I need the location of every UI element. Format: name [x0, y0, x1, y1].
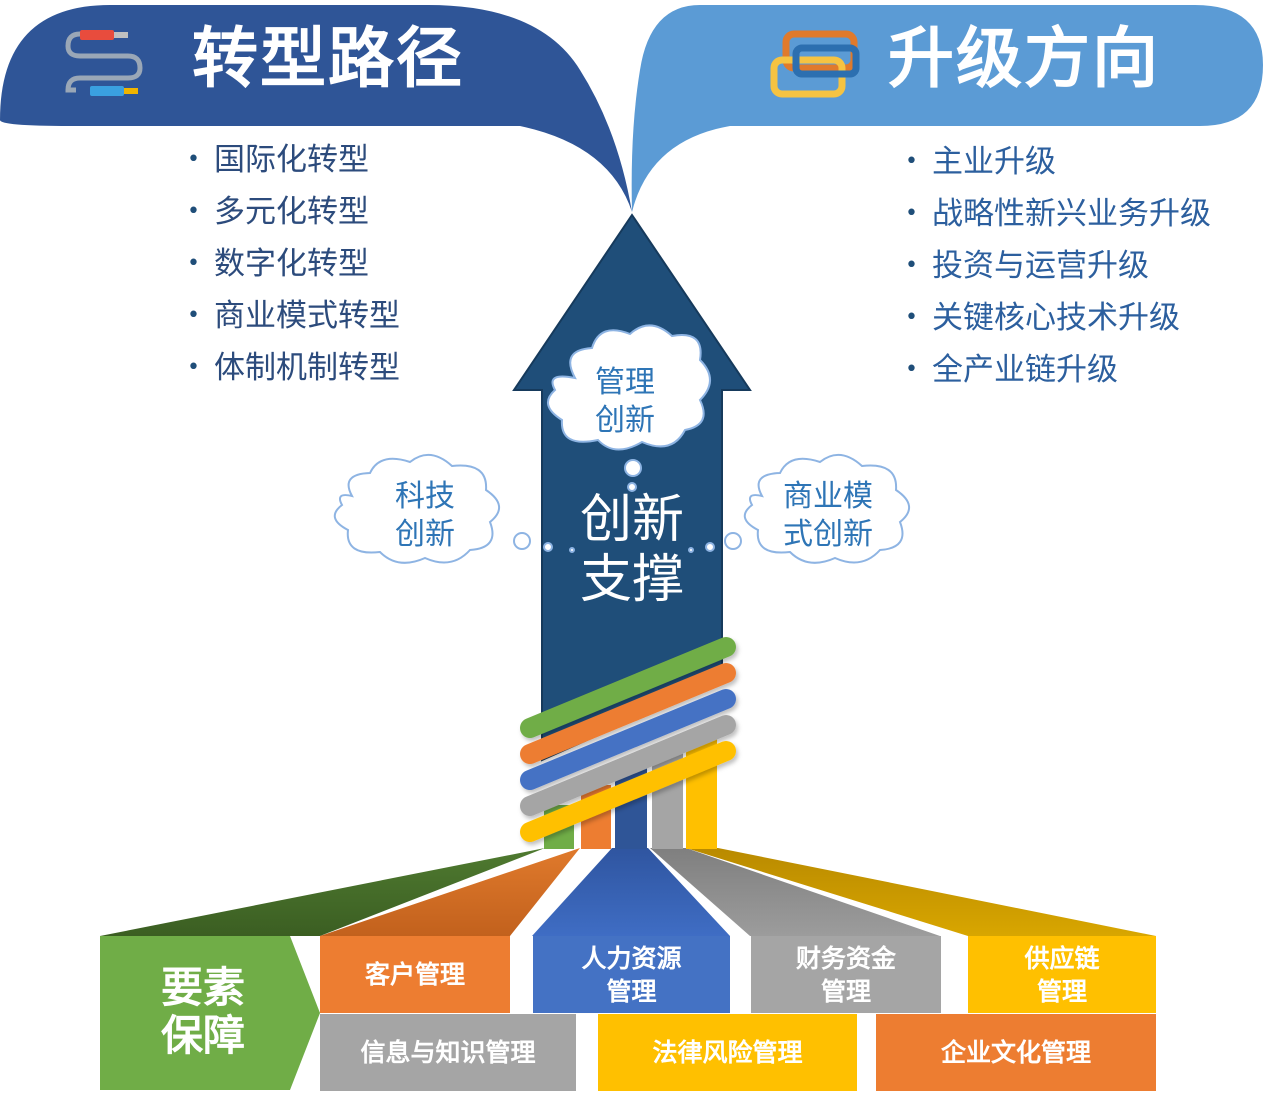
blue-band — [520, 689, 736, 790]
left-banner-title: 转型路径 — [192, 20, 464, 97]
box-info-knowledge-management-text: 信息与知识管理 — [360, 1038, 536, 1067]
upgrade-direction-list: • 主业升级 • 战略性新兴业务升级 • 投资与运营升级 • 关键核心技术升级 • 全产业链升级 — [905, 136, 1211, 396]
transformation-path-item-text: 国际化转型 — [214, 142, 369, 178]
chain-link-icon — [770, 30, 860, 98]
box-hr-management-text: 人力资源 管理 — [581, 943, 682, 1006]
upgrade-direction-item: • 主业升级 — [905, 136, 1211, 188]
left-cloud-line-2: 创新 — [395, 517, 455, 552]
support-label: 要素 保障 — [140, 964, 266, 1060]
support-label-line-2: 保障 — [160, 1011, 245, 1060]
transformation-path-item: • 国际化转型 — [187, 134, 400, 186]
upgrade-direction-item: • 投资与运营升级 — [905, 240, 1211, 292]
bullet-icon: • — [905, 149, 918, 174]
left-banner-shape — [0, 5, 632, 212]
bullet-icon: • — [187, 199, 200, 224]
gold-fan — [686, 848, 1156, 936]
blue-fan — [532, 848, 730, 936]
transformation-path-item: • 多元化转型 — [187, 186, 400, 238]
left-cloud-line-1: 科技 — [395, 479, 455, 514]
right-cloud-line-2: 式创新 — [783, 517, 873, 552]
bullet-icon: • — [905, 253, 918, 278]
diagonal-bands — [520, 637, 736, 842]
orange-fan — [320, 848, 580, 936]
grey-fan — [650, 848, 940, 936]
arrow-center-line-2: 支撑 — [579, 550, 684, 610]
bullet-icon: • — [187, 147, 200, 172]
gold-band — [520, 741, 736, 842]
upgrade-direction-item-text: 投资与运营升级 — [932, 248, 1149, 284]
bullet-icon: • — [187, 251, 200, 276]
support-label-line-1: 要素 — [160, 963, 245, 1012]
top-cloud-line-1: 管理 — [595, 365, 655, 400]
upgrade-direction-item: • 战略性新兴业务升级 — [905, 188, 1211, 240]
arrow-center-line-1: 创新 — [579, 490, 684, 550]
cable-icon — [65, 30, 143, 96]
transformation-path-item-text: 多元化转型 — [214, 194, 369, 230]
upgrade-direction-item-text: 战略性新兴业务升级 — [932, 196, 1211, 232]
bullet-icon: • — [905, 357, 918, 382]
right-cloud-shape — [688, 454, 910, 564]
box-finance-management-text: 财务资金 管理 — [795, 943, 896, 1006]
upgrade-direction-item-text: 关键核心技术升级 — [932, 300, 1180, 336]
upgrade-direction-item-text: 全产业链升级 — [932, 352, 1118, 388]
box-hr-management: 人力资源 管理 — [533, 936, 730, 1013]
transformation-path-item: • 商业模式转型 — [187, 290, 400, 342]
green-fan — [100, 848, 545, 936]
box-supply-chain-management: 供应链 管理 — [968, 936, 1156, 1013]
left-cloud-label: 科技 创新 — [370, 478, 480, 554]
transformation-path-item-text: 商业模式转型 — [214, 298, 400, 334]
green-band — [520, 637, 736, 738]
box-legal-risk-management: 法律风险管理 — [598, 1014, 857, 1091]
box-legal-risk-management-text: 法律风险管理 — [652, 1038, 803, 1067]
upgrade-direction-item-text: 主业升级 — [932, 144, 1056, 180]
bullet-icon: • — [187, 355, 200, 380]
left-cloud-shape — [333, 454, 575, 564]
transformation-path-item: • 数字化转型 — [187, 238, 400, 290]
top-cloud-shape — [547, 324, 711, 492]
right-cloud-label: 商业模 式创新 — [770, 478, 886, 554]
orange-band — [520, 663, 736, 764]
right-banner-title: 升级方向 — [888, 20, 1160, 97]
box-info-knowledge-management: 信息与知识管理 — [320, 1014, 576, 1091]
box-finance-management: 财务资金 管理 — [751, 936, 941, 1013]
transformation-path-item-text: 体制机制转型 — [214, 350, 400, 386]
top-cloud-label: 管理 创新 — [570, 364, 680, 440]
grey-band — [520, 715, 736, 816]
bullet-icon: • — [905, 305, 918, 330]
box-corporate-culture-management: 企业文化管理 — [876, 1014, 1156, 1091]
transformation-path-item-text: 数字化转型 — [214, 246, 369, 282]
box-customer-management-text: 客户管理 — [364, 960, 465, 989]
top-cloud-line-2: 创新 — [595, 403, 655, 438]
arrow-center-label: 创新 支撑 — [552, 490, 712, 610]
box-customer-management: 客户管理 — [320, 936, 510, 1013]
transformation-path-item: • 体制机制转型 — [187, 342, 400, 394]
bullet-icon: • — [905, 201, 918, 226]
support-label-shape — [100, 936, 320, 1090]
transformation-path-list: • 国际化转型 • 多元化转型 • 数字化转型 • 商业模式转型 • 体制机制转型 — [187, 134, 400, 394]
bullet-icon: • — [187, 303, 200, 328]
box-corporate-culture-management-text: 企业文化管理 — [940, 1038, 1091, 1067]
right-cloud-line-1: 商业模 — [783, 479, 873, 514]
upgrade-direction-item: • 全产业链升级 — [905, 344, 1211, 396]
upgrade-direction-item: • 关键核心技术升级 — [905, 292, 1211, 344]
box-supply-chain-management-text: 供应链 管理 — [1024, 943, 1100, 1006]
